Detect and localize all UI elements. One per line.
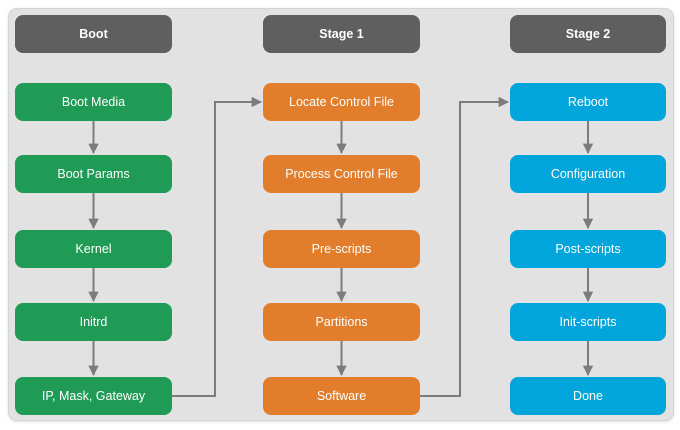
diagram-panel (8, 8, 674, 421)
node-locate-control-file: Locate Control File (263, 83, 420, 121)
column-header-stage1: Stage 1 (263, 15, 420, 53)
column-header-stage2: Stage 2 (510, 15, 666, 53)
column-header-boot: Boot (15, 15, 172, 53)
node-init-scripts: Init-scripts (510, 303, 666, 341)
node-pre-scripts: Pre-scripts (263, 230, 420, 268)
node-reboot: Reboot (510, 83, 666, 121)
node-initrd: Initrd (15, 303, 172, 341)
node-done: Done (510, 377, 666, 415)
node-software: Software (263, 377, 420, 415)
node-boot-params: Boot Params (15, 155, 172, 193)
node-post-scripts: Post-scripts (510, 230, 666, 268)
node-partitions: Partitions (263, 303, 420, 341)
node-configuration: Configuration (510, 155, 666, 193)
node-kernel: Kernel (15, 230, 172, 268)
node-ip-mask-gateway: IP, Mask, Gateway (15, 377, 172, 415)
node-process-control-file: Process Control File (263, 155, 420, 193)
node-boot-media: Boot Media (15, 83, 172, 121)
